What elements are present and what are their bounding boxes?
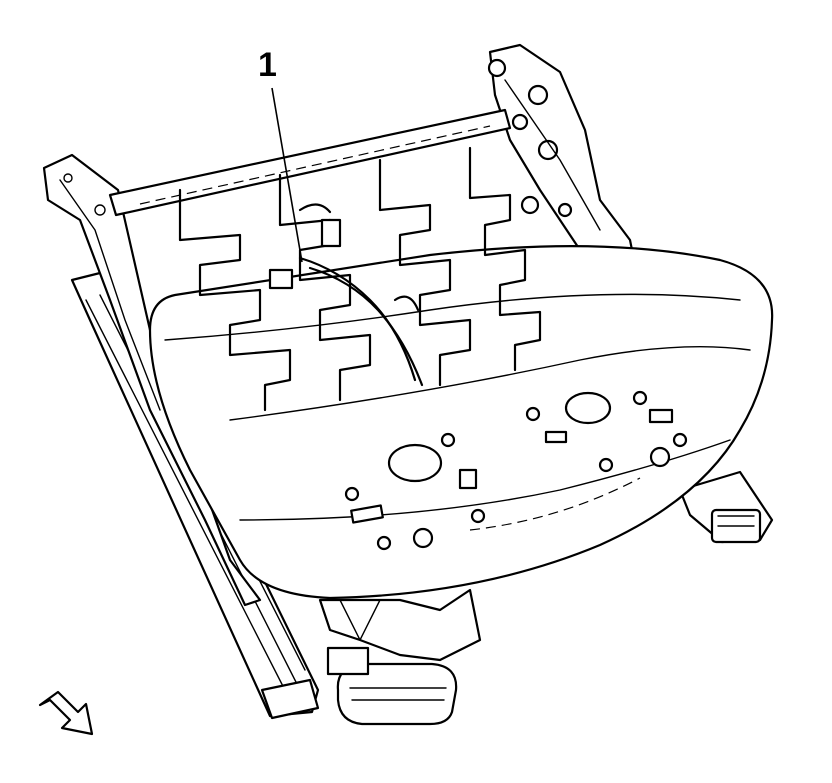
- pan-fasteners: [344, 390, 688, 551]
- rear-cross-tube: [108, 108, 512, 217]
- front-adjust-lever: [318, 588, 482, 726]
- wiring-harness: [268, 203, 424, 387]
- view-direction-arrow-icon: [38, 690, 94, 736]
- callout-label-1: 1: [258, 46, 277, 84]
- seat-pan: [148, 245, 774, 600]
- callout-leader-line: [271, 87, 303, 263]
- right-recliner-bracket: [487, 43, 642, 302]
- right-seat-track: [678, 470, 774, 544]
